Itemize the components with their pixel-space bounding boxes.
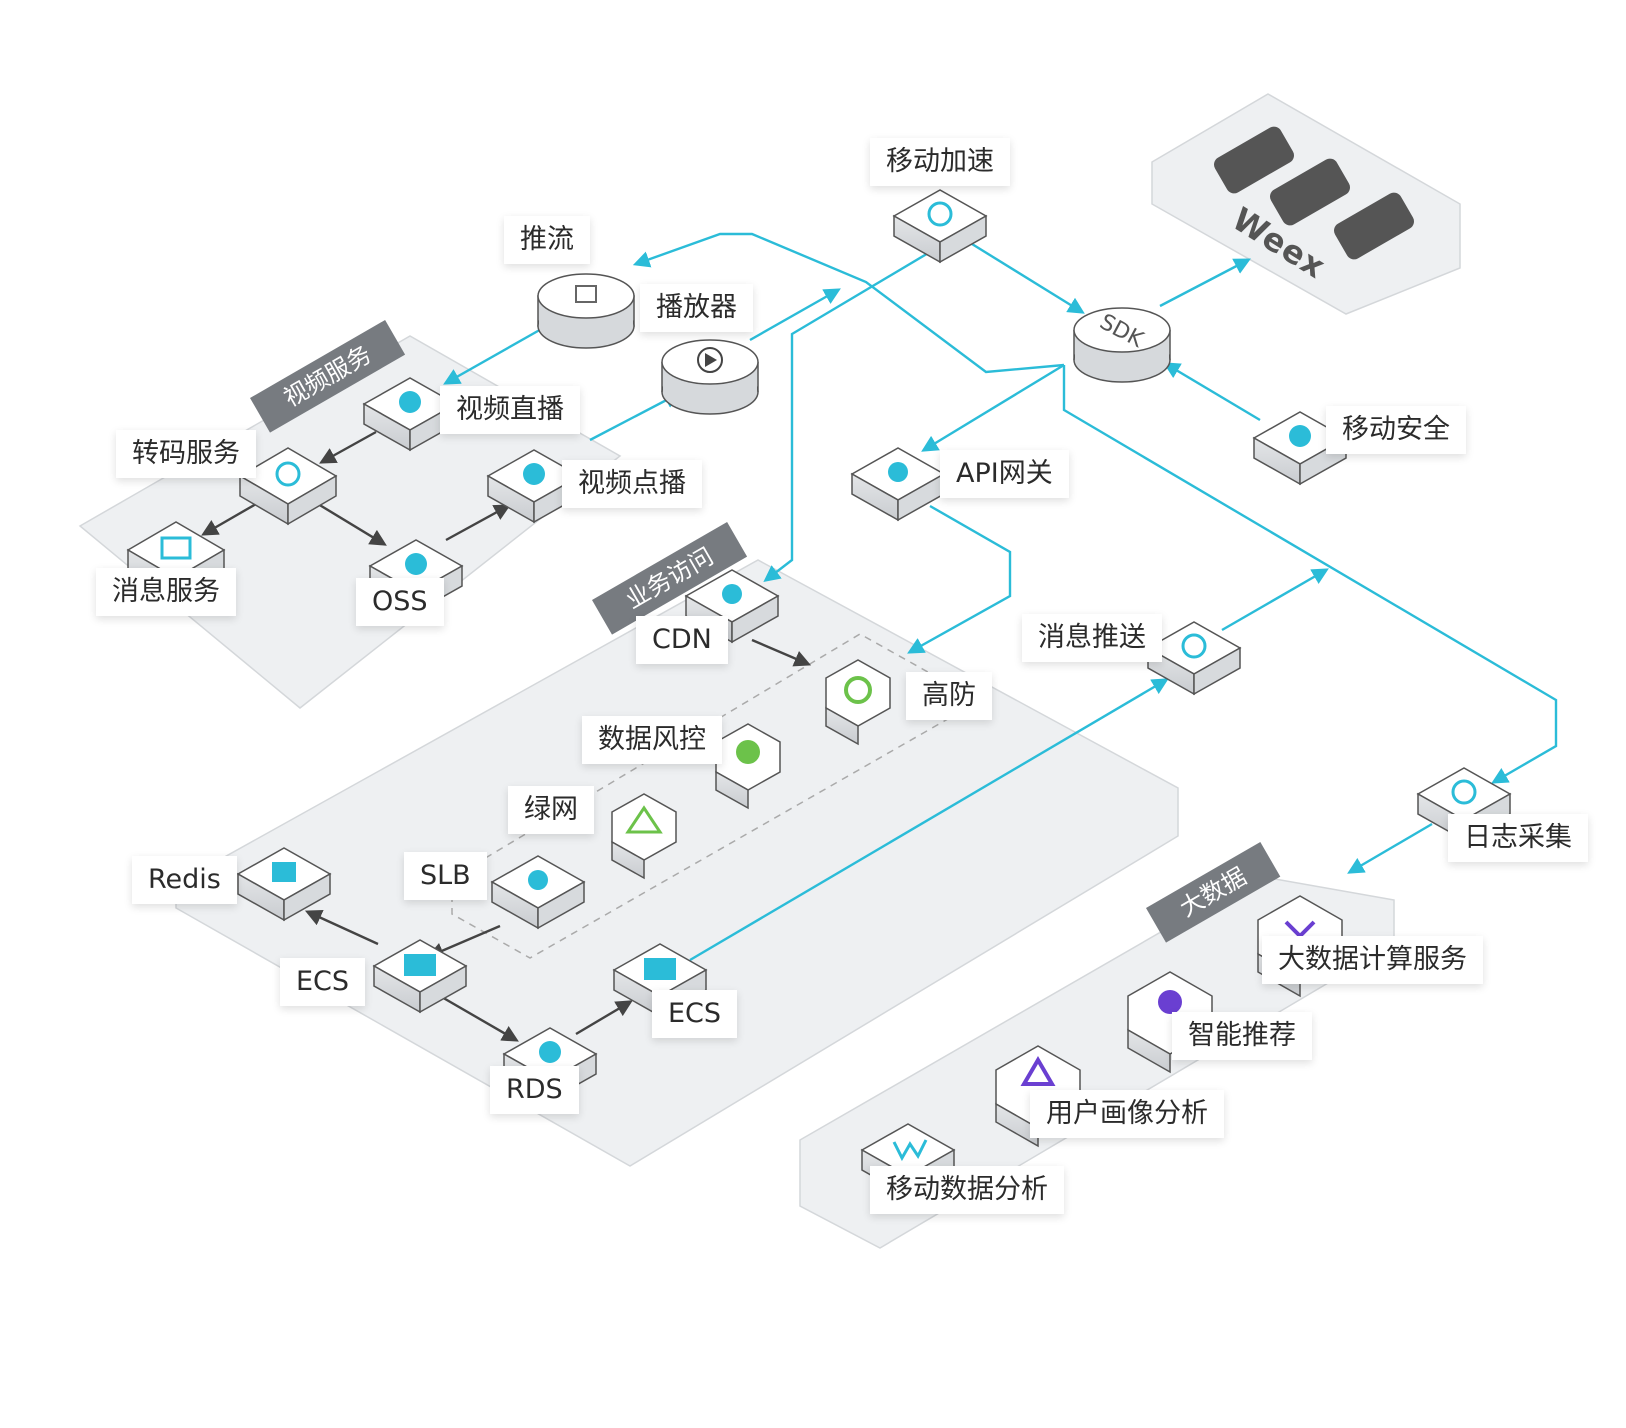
- disk-bofangqi[interactable]: [661, 339, 759, 415]
- arrow-zhuanma-to-xiaoxi: [201, 502, 257, 536]
- tile-gaofang[interactable]: [825, 659, 891, 746]
- database-icon: [539, 1041, 561, 1063]
- html5-phone-icon: [1334, 192, 1414, 260]
- line-api-to-gaofang: [907, 504, 1012, 654]
- label-zhinengtuijian[interactable]: 智能推荐: [1172, 1012, 1312, 1060]
- network-icon: [625, 805, 663, 834]
- line-tuiliu-to-zhibo: [443, 321, 553, 385]
- tile-apiwangguan[interactable]: [850, 447, 946, 522]
- label-xiaoxituisong[interactable]: 消息推送: [1022, 614, 1162, 662]
- server-icon: [404, 954, 436, 976]
- message-icon: [160, 536, 192, 560]
- line-sdk-to-rizhi: [1062, 365, 1558, 784]
- label-dashujujisuan[interactable]: 大数据计算服务: [1262, 936, 1483, 984]
- line-jiasu-to-sdk: [971, 242, 1085, 314]
- push-icon: [1181, 633, 1207, 659]
- label-cdn[interactable]: CDN: [636, 616, 728, 664]
- slb-icon: [528, 870, 548, 890]
- label-ecs2[interactable]: ECS: [652, 990, 738, 1038]
- line-sdk-to-api: [921, 363, 1065, 452]
- arrow-slb-to-ecs: [426, 924, 501, 959]
- log-icon: [1451, 779, 1477, 805]
- profile-icon: [1020, 1056, 1056, 1086]
- tile-shujufengkong[interactable]: [715, 723, 781, 810]
- tile-zhuanma[interactable]: [238, 447, 338, 526]
- line-bofangqi-to-jiasu: [749, 288, 841, 342]
- tile-slb[interactable]: [490, 855, 586, 930]
- label-rizhicaiji[interactable]: 日志采集: [1448, 814, 1588, 862]
- label-yidongjiasu[interactable]: 移动加速: [870, 138, 1010, 186]
- arrow-zhibo-to-zhuanma: [319, 430, 377, 464]
- play-triangle-icon: [705, 353, 717, 367]
- label-shujufengkong[interactable]: 数据风控: [582, 716, 722, 764]
- tile-yidongjiasu[interactable]: [892, 189, 988, 264]
- label-yidongshuju[interactable]: 移动数据分析: [870, 1166, 1064, 1214]
- security-icon: [1289, 425, 1311, 447]
- tile-ecs1[interactable]: [372, 939, 468, 1014]
- live-video-icon: [399, 391, 421, 413]
- arrow-oss-to-dianbo: [445, 504, 511, 542]
- line-ecs-to-tuisong: [689, 678, 1169, 962]
- label-lvwang[interactable]: 绿网: [508, 786, 594, 834]
- trend-icon: [892, 1139, 928, 1162]
- arrow-ecs-to-rds: [439, 994, 519, 1042]
- arrow-zhuanma-to-oss: [317, 502, 387, 546]
- label-zhuanma[interactable]: 转码服务: [116, 430, 256, 478]
- label-shipinzhibo[interactable]: 视频直播: [440, 386, 580, 434]
- label-bofangqi[interactable]: 播放器: [640, 284, 753, 332]
- label-tuiliu[interactable]: 推流: [504, 216, 590, 264]
- tile-xiaoxituisong[interactable]: [1146, 621, 1242, 696]
- cdn-icon: [722, 584, 742, 604]
- arrow-cdn-to-gaofang: [751, 638, 812, 667]
- stream-push-icon: [575, 285, 597, 303]
- label-redis[interactable]: Redis: [132, 856, 237, 904]
- ios-phone-icon: [1214, 126, 1294, 194]
- line-rizhi-to-bigdata: [1347, 822, 1433, 874]
- label-slb[interactable]: SLB: [404, 852, 487, 900]
- cloud-accelerate-icon: [927, 201, 953, 227]
- line-tuisong-up: [1221, 568, 1329, 632]
- tile-redis[interactable]: [236, 847, 332, 922]
- label-yidonganquan[interactable]: 移动安全: [1326, 406, 1466, 454]
- label-shipindianbo[interactable]: 视频点播: [562, 460, 702, 508]
- play-icon: [697, 347, 723, 373]
- redis-icon: [272, 862, 296, 882]
- arrow-ecs-to-redis: [304, 909, 379, 946]
- label-xiaoxifuwu[interactable]: 消息服务: [96, 568, 236, 616]
- oss-icon: [405, 553, 427, 575]
- tile-cdn[interactable]: [684, 569, 780, 644]
- line-dianbo-to-bofangqi: [589, 392, 681, 442]
- tile-lvwang[interactable]: [611, 793, 677, 880]
- android-phone-icon: [1270, 158, 1350, 226]
- transcode-icon: [275, 461, 301, 487]
- ddos-shield-icon: [844, 676, 872, 704]
- label-oss[interactable]: OSS: [356, 578, 444, 626]
- arrow-rds-to-ecs2: [575, 1000, 633, 1036]
- line-sdk-to-weex: [1159, 258, 1251, 308]
- label-ecs1[interactable]: ECS: [280, 958, 366, 1006]
- api-gateway-icon: [888, 462, 908, 482]
- label-apiwangguan[interactable]: API网关: [940, 450, 1069, 498]
- risk-control-icon: [736, 740, 760, 764]
- vod-icon: [523, 463, 545, 485]
- server-icon: [644, 958, 676, 980]
- label-yonghuhuaxiang[interactable]: 用户画像分析: [1030, 1090, 1224, 1138]
- disk-tuiliu[interactable]: [537, 273, 635, 349]
- disk-sdk[interactable]: SDK: [1073, 307, 1171, 383]
- weex-devices: [1214, 126, 1414, 260]
- recommend-icon: [1158, 990, 1182, 1014]
- line-anquan-to-sdk: [1163, 362, 1261, 422]
- line-jiasu-to-cdn: [763, 250, 931, 583]
- label-gaofang[interactable]: 高防: [906, 672, 992, 720]
- line-cdn-to-tuiliu: [632, 232, 1065, 374]
- label-rds[interactable]: RDS: [490, 1066, 579, 1114]
